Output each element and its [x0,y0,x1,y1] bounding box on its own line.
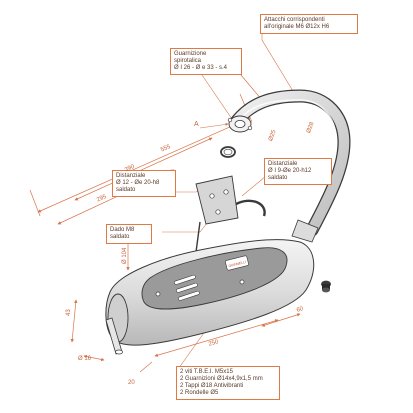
dim-43: 43 [66,309,72,316]
callout-line: Dado M8 [110,227,135,233]
callout-line: 2 Guarnizioni Ø14x4,9x1,5 mm [180,376,263,382]
callout-line: Ø I 26 - Ø e 33 - s.4 [174,65,228,71]
callout-line: Attacchi corrispondenti [264,17,325,23]
callout-guarnizione: Guarnizione spirotalica Ø I 26 - Ø e 33 … [170,48,242,75]
callout-line: spirotalica [174,58,202,64]
rubber-grommet [321,280,331,293]
callout-distanziale-right: Distanziale Ø I 9-Øe 20-h12 saldato [264,158,332,185]
callout-line: 2 Tappi Ø18 Antivibranti [180,383,244,389]
brand-badge [225,255,249,271]
callout-line: 2 Rondelle Ø5 [180,390,219,396]
header-pipe [229,89,351,243]
callout-line: Distanziale [116,173,146,179]
callout-kit: 2 viti T.B.E.I. M5x15 2 Guarnizioni Ø14x… [176,366,280,400]
callout-dado: Dado M8 saldato [106,224,152,244]
spiral-gasket [220,146,236,158]
callout-line: Distanziale [268,161,298,167]
dim-diameter-16: Ø 16 [78,356,92,362]
view-arrow-a: A [194,121,199,128]
brand-badge-text: GIANNELLI [228,260,246,268]
dim-20: 20 [128,380,135,386]
callout-line: 2 viti T.B.E.I. M5x15 [180,369,233,375]
callout-line: saldato [110,234,130,240]
exhaust-flange [227,115,253,133]
callout-distanziale-left: Distanziale Ø 12 - Øe 20-h8 saldato [112,170,176,197]
dim-diameter-104: Ø 104 [122,247,128,264]
callout-attacchi: Attacchi corrispondenti all'originale M6… [260,14,358,34]
callout-line: saldato [116,187,136,193]
muffler-body [105,239,315,355]
front-bracket [195,175,266,263]
callout-line: saldato [268,175,288,181]
callout-line: Ø I 9-Øe 20-h12 [268,168,312,174]
callout-line: all'originale M6 Ø12x H6 [264,24,330,30]
callout-line: Ø 12 - Øe 20-h8 [116,180,160,186]
callout-line: Guarnizione [174,51,207,57]
